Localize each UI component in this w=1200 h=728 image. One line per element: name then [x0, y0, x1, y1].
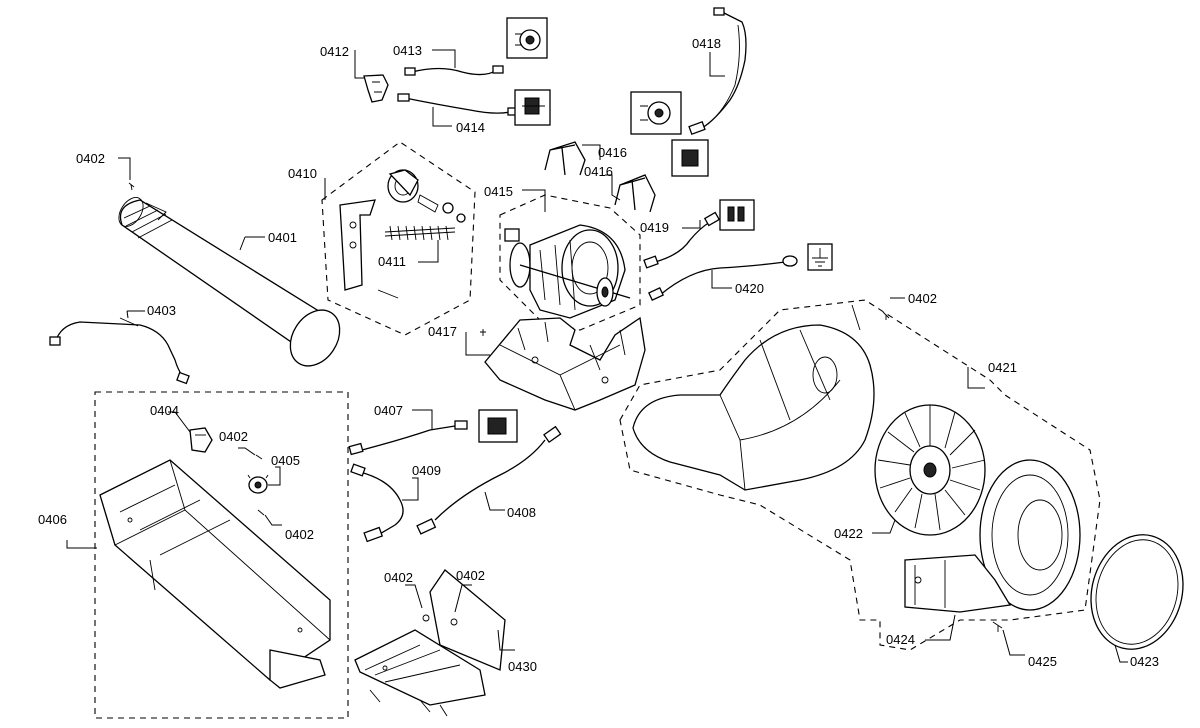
label-0408: 0408	[507, 505, 536, 520]
label-0407: 0407	[374, 403, 403, 418]
thermostat-detail-icon	[506, 17, 548, 59]
label-0421: 0421	[988, 360, 1017, 375]
label-0403: 0403	[147, 303, 176, 318]
motor-part	[504, 224, 631, 319]
thermostat-0405-part	[247, 474, 269, 494]
label-0411: 0411	[378, 254, 406, 269]
screw-0425	[992, 621, 1003, 632]
label-0425: 0425	[1028, 654, 1057, 669]
label-0415: 0415	[484, 184, 513, 199]
label-0413: 0413	[393, 43, 422, 58]
wire-0409-part	[350, 463, 404, 543]
wire-0407-part	[348, 409, 518, 456]
thermostat-0404-part	[189, 427, 213, 453]
screw-0402-heater-b	[257, 509, 265, 516]
label-0402-drum: 0402	[76, 151, 105, 166]
screw-part	[128, 182, 135, 191]
label-0402-heater-b: 0402	[285, 527, 314, 542]
label-0410: 0410	[288, 166, 317, 181]
drum-part	[118, 197, 341, 367]
wire-0419-part	[643, 199, 755, 269]
label-0404: 0404	[150, 403, 179, 418]
label-0423: 0423	[1130, 654, 1159, 669]
ground-symbol-icon	[807, 243, 833, 271]
label-0414: 0414	[456, 120, 485, 135]
wire-0408-part	[416, 425, 562, 535]
ground-wire-part	[648, 255, 798, 302]
label-0418: 0418	[692, 36, 721, 51]
heater-box-part	[99, 459, 331, 689]
label-0406: 0406	[38, 512, 67, 527]
label-0416-b: 0416	[584, 164, 613, 179]
label-0402-blower: 0402	[908, 291, 937, 306]
label-0416: 0416	[598, 145, 627, 160]
blower-wheel-part	[874, 404, 986, 536]
seal-ring-part	[1090, 534, 1184, 650]
label-0409: 0409	[412, 463, 441, 478]
label-0412: 0412	[320, 44, 349, 59]
blower-cover-part	[904, 459, 1081, 613]
motor-bracket-part	[480, 316, 646, 411]
blower-housing-part	[632, 304, 875, 491]
screw-0402-heater-a	[255, 454, 263, 460]
label-0402-panel-a: 0402	[384, 570, 413, 585]
label-0417: 0417	[428, 324, 457, 339]
label-0402-heater-a: 0402	[219, 429, 248, 444]
connector-detail-icon	[671, 139, 709, 177]
motor-clip-part	[544, 141, 656, 213]
wire-sensor-part	[397, 65, 519, 116]
label-0420: 0420	[735, 281, 764, 296]
sensor-cable-part	[688, 7, 747, 135]
screw-0402-blower	[882, 311, 890, 320]
label-0401: 0401	[268, 230, 297, 245]
label-0419: 0419	[640, 220, 669, 235]
thermistor-detail-icon	[514, 89, 551, 126]
idler-bracket-part	[339, 169, 466, 299]
label-0430: 0430	[508, 659, 537, 674]
thermostat-detail-2-icon	[630, 91, 682, 135]
sensor-part	[363, 74, 389, 103]
panel-0430-part	[354, 569, 506, 717]
wire-harness-part	[49, 317, 190, 385]
label-0405: 0405	[271, 453, 300, 468]
label-0424: 0424	[886, 632, 915, 647]
label-0402-panel-b: 0402	[456, 568, 485, 583]
label-0422: 0422	[834, 526, 863, 541]
